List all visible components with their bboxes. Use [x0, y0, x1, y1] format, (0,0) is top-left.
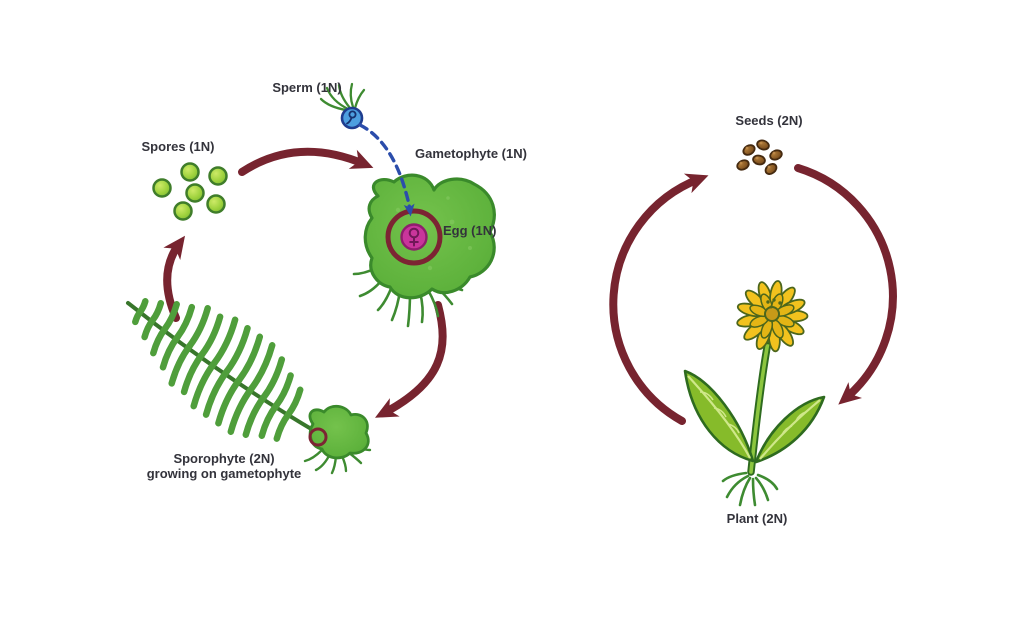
sporophyte-label-line1: Sporophyte (2N)	[173, 451, 275, 466]
fern-lower-leaflets	[132, 308, 292, 442]
female-symbol-icon	[408, 227, 420, 247]
flower-head	[736, 280, 809, 353]
seeds-cluster	[736, 139, 783, 175]
plant-roots	[721, 471, 779, 507]
gametophyte-illustration	[352, 173, 496, 328]
fern-upper-leaflets	[137, 298, 304, 418]
flowering-plant-illustration	[683, 280, 826, 507]
arrow-seeds-to-plant	[794, 164, 897, 405]
small-gametophyte-illustration	[303, 404, 372, 475]
seeds-label: Seeds (2N)	[735, 113, 803, 128]
sperm-cell-icon	[319, 82, 366, 130]
fern-sporophyte-illustration	[126, 298, 320, 442]
spores-cluster	[152, 162, 228, 221]
small-egg-ring	[308, 427, 328, 447]
sperm-label: Sperm (1N)	[272, 80, 342, 95]
plant-left-leaf	[683, 369, 755, 463]
egg-label: Egg (1N)	[443, 223, 497, 238]
arrow-gametophyte-to-sporophyte	[375, 301, 447, 418]
sporophyte-label-line2: growing on gametophyte	[146, 466, 302, 481]
sperm-to-egg-dashed-arrow	[358, 123, 415, 217]
arrow-plant-to-seeds	[609, 173, 709, 425]
gametophyte-label: Gametophyte (1N)	[415, 146, 527, 161]
sporophyte-label: Sporophyte (2N) growing on gametophyte	[147, 451, 302, 481]
plant-right-leaf	[754, 395, 826, 464]
plant-label: Plant (2N)	[726, 511, 788, 526]
arrow-spores-to-gametophyte	[238, 147, 374, 176]
spores-label: Spores (1N)	[141, 139, 215, 154]
